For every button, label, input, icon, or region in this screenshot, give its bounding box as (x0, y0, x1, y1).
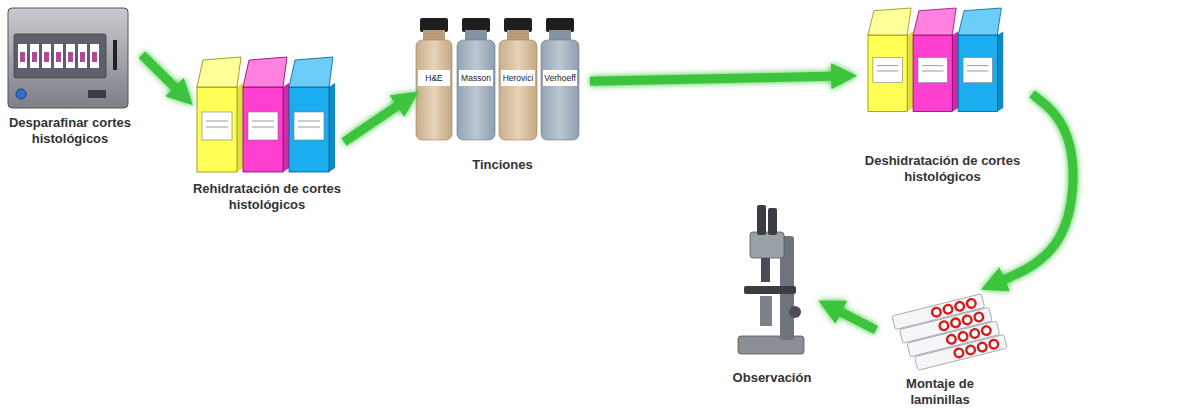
flow-arrow (142, 55, 180, 93)
flow-arrow (834, 309, 876, 330)
rehydration-boxes (197, 57, 335, 172)
step-label: Desparafinar cortes histológicos (0, 115, 140, 148)
step-label: Deshidratación de cortes histológicos (855, 153, 1030, 186)
observation-step: Observación (722, 200, 822, 386)
bottle-label: H&E (425, 73, 442, 83)
staining-step: Tinciones (415, 15, 590, 173)
flow-arrow (590, 76, 839, 81)
mounting-step: Montaje de laminillas (876, 288, 1004, 408)
step-label: Tinciones (472, 157, 532, 173)
microscope-icon (738, 205, 804, 354)
step-label: Observación (733, 370, 812, 386)
flow-arrow (998, 94, 1073, 282)
bottle-label: Verhoeff (544, 73, 576, 83)
oven-step: Desparafinar cortes histológicos (0, 5, 142, 147)
stain-bottles (416, 18, 579, 140)
rehydration-step: Rehidratación de cortes histológicos (190, 55, 344, 213)
oven-icon (8, 8, 128, 108)
bottle-label: Masson (461, 73, 491, 83)
dehydration-boxes (868, 8, 1003, 112)
glass-slides (892, 291, 1007, 373)
flow-arrow (344, 102, 403, 142)
dehydration-step: Deshidratación de cortes histológicos (853, 3, 1032, 185)
step-label: Rehidratación de cortes histológicos (192, 181, 342, 214)
step-label: Montaje de laminillas (878, 376, 1002, 409)
bottle-label: Herovici (503, 73, 534, 83)
